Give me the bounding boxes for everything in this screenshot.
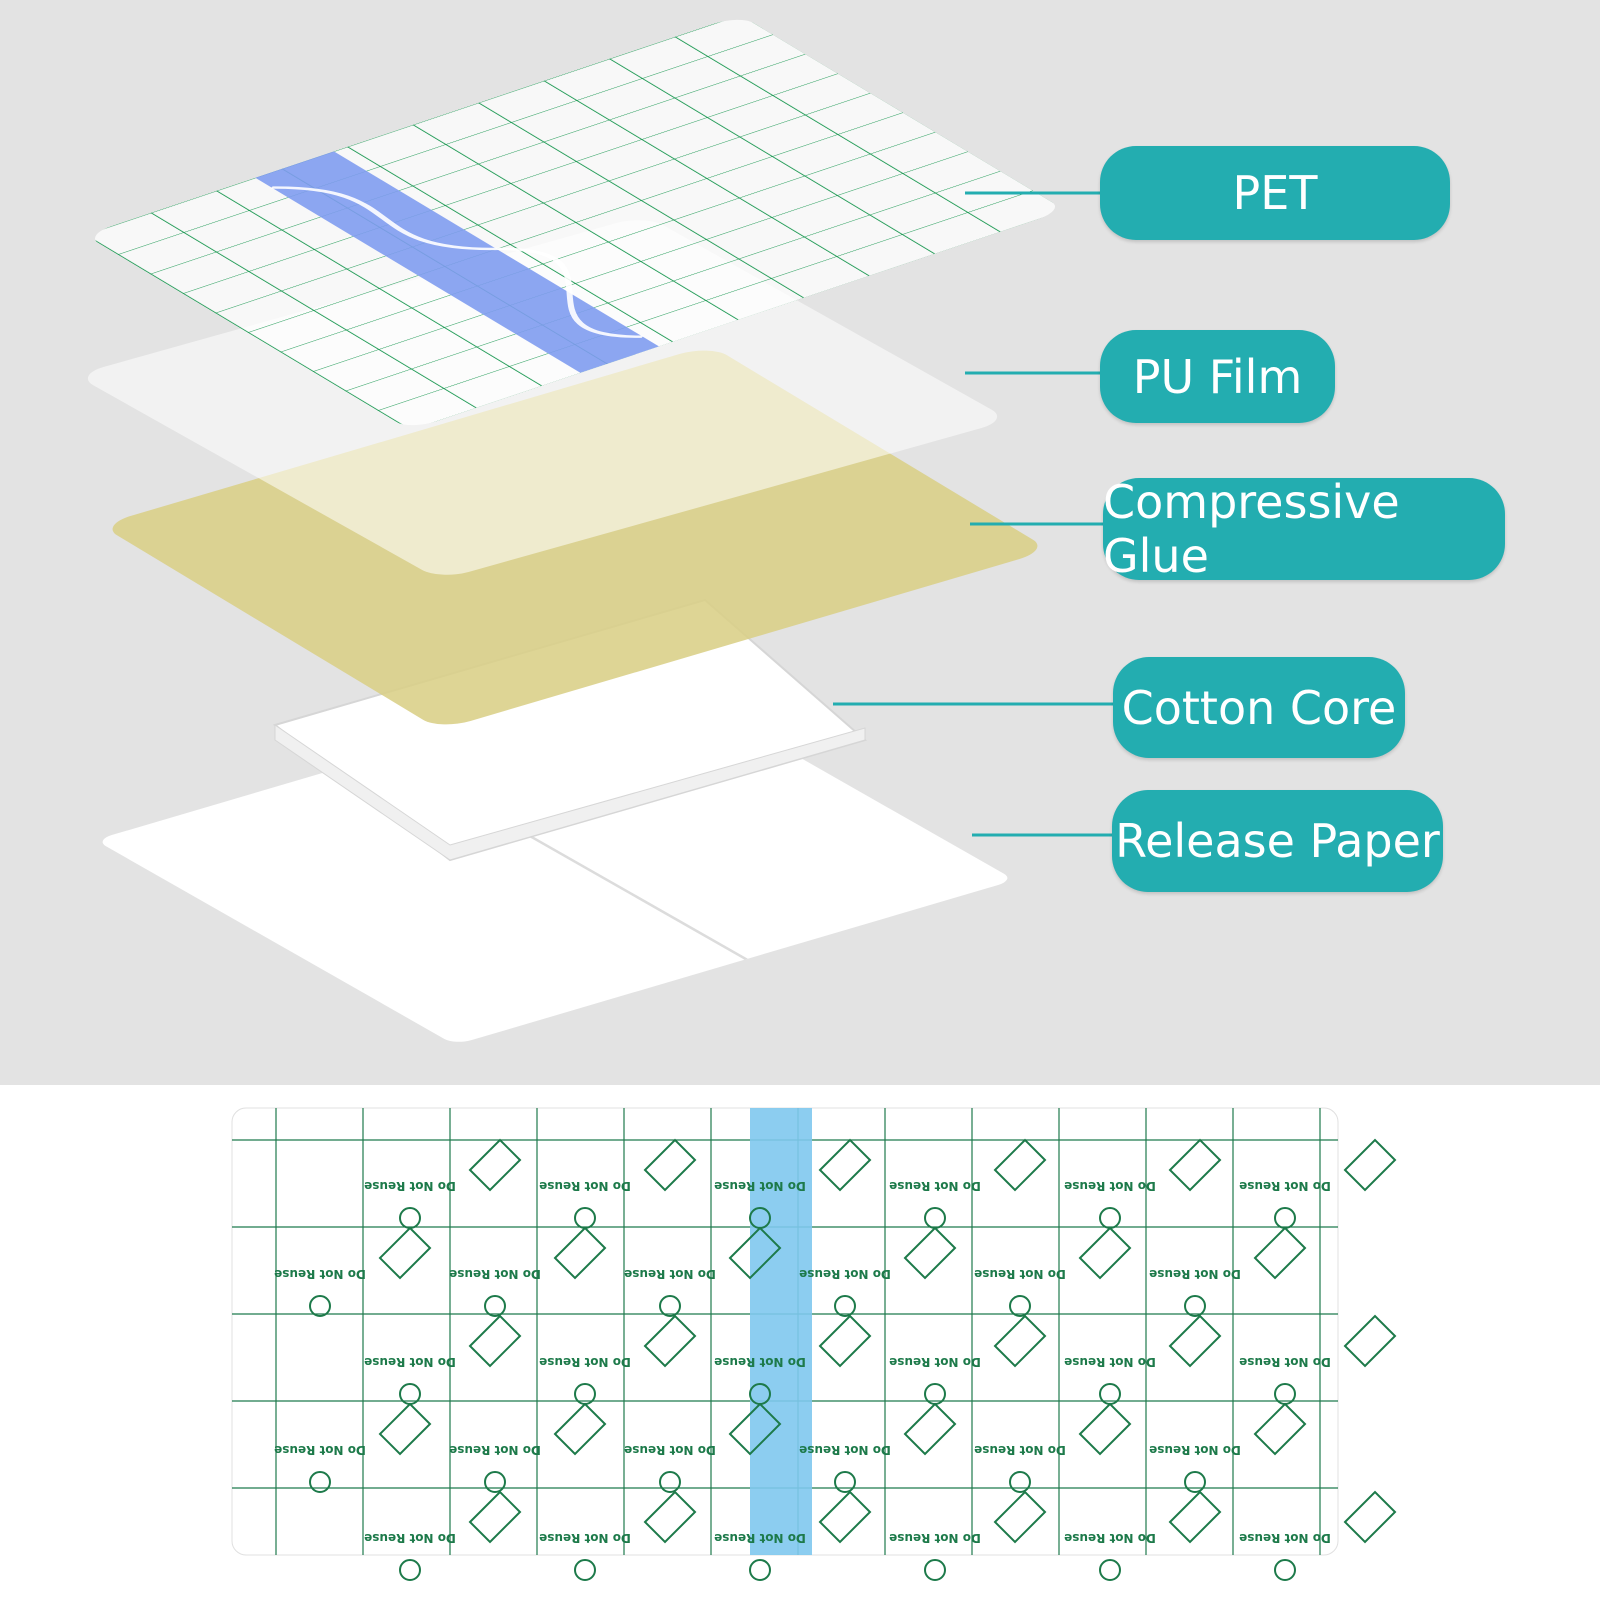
bandage-icon — [643, 1314, 697, 1368]
no-reuse-icon — [309, 1295, 331, 1317]
bandage-icon — [468, 1314, 522, 1368]
bandage-icon — [643, 1490, 697, 1544]
bandage-icon — [1168, 1138, 1222, 1192]
do-not-reuse-print: Do Not Reuse — [799, 1267, 891, 1281]
no-reuse-icon — [484, 1471, 506, 1493]
label-release-paper: Release Paper — [1112, 790, 1443, 892]
label-pu-film: PU Film — [1100, 330, 1335, 423]
no-reuse-icon — [574, 1559, 596, 1581]
bandage-icon — [1168, 1314, 1222, 1368]
do-not-reuse-print: Do Not Reuse — [624, 1443, 716, 1457]
do-not-reuse-print: Do Not Reuse — [1064, 1179, 1156, 1193]
no-reuse-icon — [1184, 1471, 1206, 1493]
no-reuse-icon — [834, 1295, 856, 1317]
bandage-icon — [903, 1226, 957, 1280]
bandage-icon — [818, 1314, 872, 1368]
do-not-reuse-print: Do Not Reuse — [714, 1179, 806, 1193]
do-not-reuse-print: Do Not Reuse — [889, 1179, 981, 1193]
no-reuse-icon — [1009, 1471, 1031, 1493]
bandage-icon — [378, 1402, 432, 1456]
do-not-reuse-print: Do Not Reuse — [1239, 1531, 1331, 1545]
pet-layer — [94, 19, 1056, 426]
do-not-reuse-print: Do Not Reuse — [624, 1267, 716, 1281]
do-not-reuse-print: Do Not Reuse — [364, 1179, 456, 1193]
bandage-icon — [1253, 1402, 1307, 1456]
bandage-icon — [1343, 1490, 1397, 1544]
no-reuse-icon — [1099, 1559, 1121, 1581]
bandage-icon — [993, 1314, 1047, 1368]
do-not-reuse-print: Do Not Reuse — [274, 1267, 366, 1281]
do-not-reuse-print: Do Not Reuse — [364, 1531, 456, 1545]
do-not-reuse-print: Do Not Reuse — [1149, 1267, 1241, 1281]
bandage-icon — [993, 1138, 1047, 1192]
bandage-icon — [378, 1226, 432, 1280]
label-compressive-glue: Compressive Glue — [1103, 475, 1505, 583]
do-not-reuse-print: Do Not Reuse — [1064, 1355, 1156, 1369]
label-pet: PET — [1100, 146, 1450, 240]
do-not-reuse-print: Do Not Reuse — [974, 1443, 1066, 1457]
do-not-reuse-print: Do Not Reuse — [714, 1355, 806, 1369]
layers-illustration — [87, 19, 1115, 1042]
no-reuse-icon — [484, 1295, 506, 1317]
do-not-reuse-print: Do Not Reuse — [1149, 1443, 1241, 1457]
bandage-icon — [818, 1138, 872, 1192]
bandage-icon — [1078, 1226, 1132, 1280]
no-reuse-icon — [309, 1471, 331, 1493]
film-tab-stripe — [750, 1108, 812, 1555]
bandage-icon — [468, 1138, 522, 1192]
do-not-reuse-print: Do Not Reuse — [539, 1531, 631, 1545]
do-not-reuse-print: Do Not Reuse — [889, 1355, 981, 1369]
bandage-icon — [728, 1402, 782, 1456]
bandage-icon — [553, 1402, 607, 1456]
bandage-icon — [728, 1226, 782, 1280]
do-not-reuse-print: Do Not Reuse — [889, 1531, 981, 1545]
bandage-icon — [553, 1226, 607, 1280]
bandage-icon — [993, 1490, 1047, 1544]
no-reuse-icon — [659, 1471, 681, 1493]
do-not-reuse-print: Do Not Reuse — [799, 1443, 891, 1457]
no-reuse-icon — [834, 1471, 856, 1493]
bandage-icon — [818, 1490, 872, 1544]
no-reuse-icon — [1184, 1295, 1206, 1317]
no-reuse-icon — [1009, 1295, 1031, 1317]
bandage-icon — [643, 1138, 697, 1192]
bandage-icon — [1343, 1314, 1397, 1368]
no-reuse-icon — [1274, 1559, 1296, 1581]
do-not-reuse-print: Do Not Reuse — [714, 1531, 806, 1545]
no-reuse-icon — [659, 1295, 681, 1317]
no-reuse-icon — [399, 1559, 421, 1581]
do-not-reuse-print: Do Not Reuse — [1239, 1179, 1331, 1193]
bandage-icon — [1343, 1138, 1397, 1192]
do-not-reuse-print: Do Not Reuse — [449, 1267, 541, 1281]
do-not-reuse-print: Do Not Reuse — [1239, 1355, 1331, 1369]
bandage-icon — [468, 1490, 522, 1544]
bandage-icon — [1078, 1402, 1132, 1456]
do-not-reuse-print: Do Not Reuse — [364, 1355, 456, 1369]
do-not-reuse-print: Do Not Reuse — [449, 1443, 541, 1457]
do-not-reuse-print: Do Not Reuse — [1064, 1531, 1156, 1545]
do-not-reuse-print: Do Not Reuse — [539, 1179, 631, 1193]
no-reuse-icon — [924, 1559, 946, 1581]
do-not-reuse-print: Do Not Reuse — [539, 1355, 631, 1369]
bandage-icon — [903, 1402, 957, 1456]
no-reuse-icon — [749, 1559, 771, 1581]
bandage-icon — [1253, 1226, 1307, 1280]
do-not-reuse-print: Do Not Reuse — [974, 1267, 1066, 1281]
bandage-icon — [1168, 1490, 1222, 1544]
label-cotton-core: Cotton Core — [1113, 657, 1405, 758]
do-not-reuse-print: Do Not Reuse — [274, 1443, 366, 1457]
